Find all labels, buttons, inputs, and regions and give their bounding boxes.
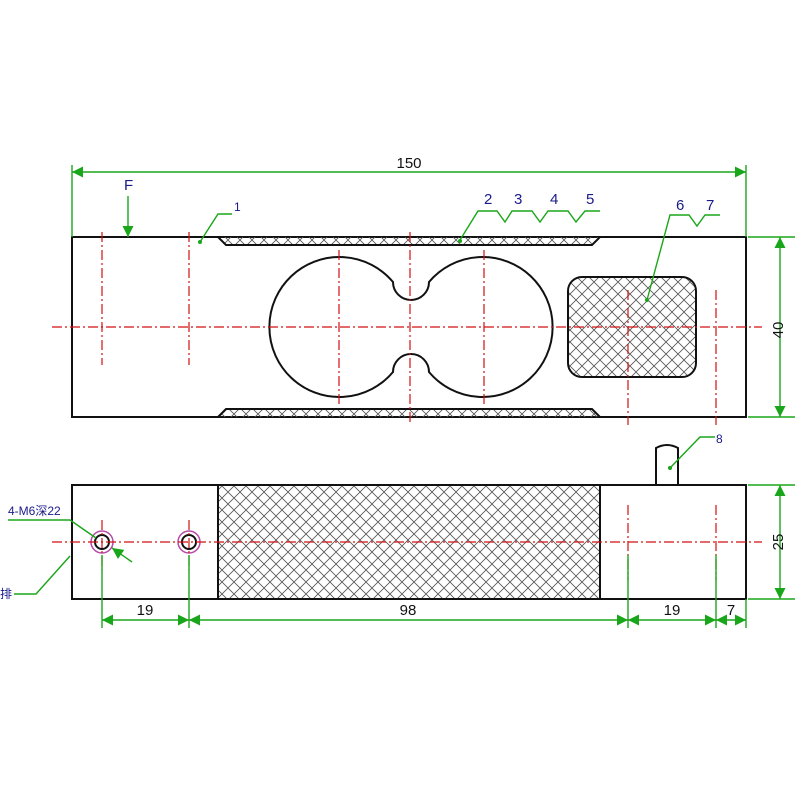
callout-6: 6 xyxy=(676,197,684,214)
dimension-19-left: 19 xyxy=(137,602,154,619)
callout-4: 4 xyxy=(550,191,558,208)
callout-5: 5 xyxy=(586,191,594,208)
dimension-7: 7 xyxy=(727,602,735,619)
dimension-height-side: 25 xyxy=(748,484,795,600)
callout-group-top: 1 2 3 4 5 6 7 xyxy=(198,191,720,302)
thread-note-group: 4-M6深22 排 xyxy=(0,504,133,601)
force-label: F xyxy=(124,177,133,194)
bottom-gauge-slot xyxy=(217,408,601,418)
dimension-chain-bottom: 19 98 19 7 xyxy=(101,555,747,628)
left-edge-note: 排 xyxy=(0,587,12,601)
top-view xyxy=(52,232,762,425)
double-hole xyxy=(268,256,554,398)
callout-3: 3 xyxy=(514,191,522,208)
cable xyxy=(655,444,679,485)
top-gauge-slot xyxy=(217,236,601,246)
callout-8: 8 xyxy=(716,432,723,446)
dimension-40-label: 40 xyxy=(770,322,787,339)
side-view xyxy=(52,444,762,600)
thread-note: 4-M6深22 xyxy=(8,504,61,518)
force-arrow: F xyxy=(122,177,134,237)
dimension-25-label: 25 xyxy=(770,534,787,551)
callout-8-group: 8 xyxy=(668,432,723,470)
dimension-height-top: 40 xyxy=(748,236,795,418)
dimension-19-right: 19 xyxy=(664,602,681,619)
callout-2: 2 xyxy=(484,191,492,208)
dimension-150-label: 150 xyxy=(396,155,421,172)
dimension-overall: 150 xyxy=(71,155,747,237)
callout-1: 1 xyxy=(234,200,241,214)
callout-7: 7 xyxy=(706,197,714,214)
dimension-98: 98 xyxy=(400,602,417,619)
